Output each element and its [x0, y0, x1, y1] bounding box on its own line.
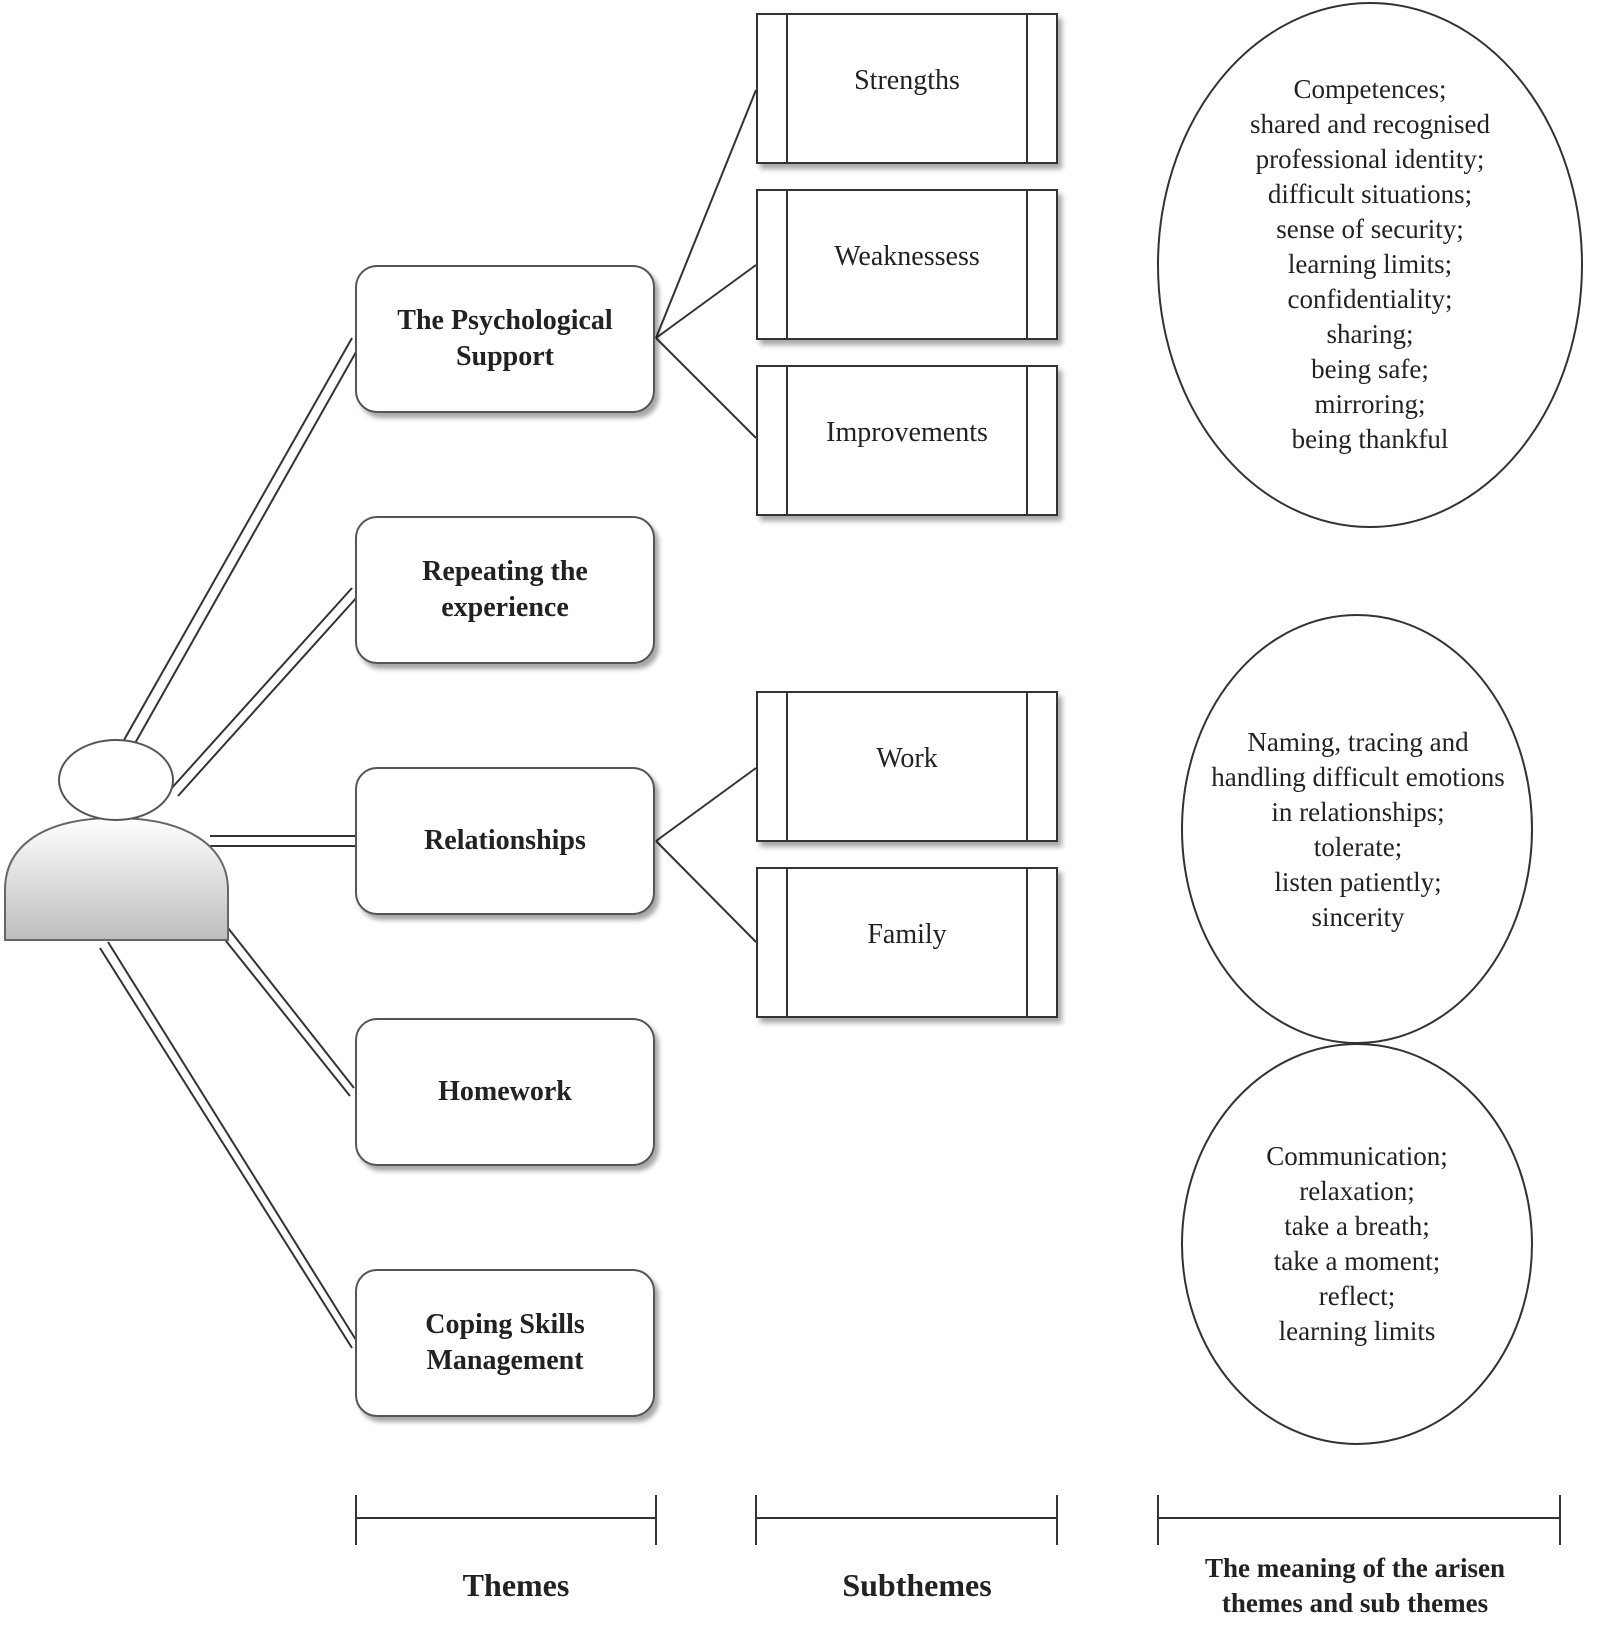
person-to-theme-connectors [99, 337, 361, 1349]
meaning-ellipse-psychological-support [1157, 2, 1583, 528]
connector-work [655, 767, 757, 842]
connector-repeating-experience [169, 587, 359, 797]
subtheme-label: Family [867, 918, 947, 950]
subtheme-label: Strengths [854, 64, 960, 96]
connector-weaknessess [655, 264, 757, 339]
subtheme-strengths: Strengths [756, 13, 1058, 164]
column-label-meanings: The meaning of the arisen themes and sub… [1150, 1551, 1560, 1621]
meaning-ellipses [1157, 2, 1583, 1445]
bracket-subthemes [755, 1495, 1058, 1545]
theme-label: Relationships [424, 825, 586, 856]
connector-psychological-support [123, 337, 361, 746]
connector-coping-skills [99, 941, 357, 1349]
subtheme-label: Improvements [826, 416, 988, 448]
bracket-themes [355, 1495, 657, 1545]
connector-homework [221, 927, 355, 1097]
connector-relationships [210, 835, 356, 847]
connector-strengths [655, 89, 757, 339]
subtheme-weaknessess: Weaknessess [756, 189, 1058, 340]
theme-to-subtheme-connectors [655, 89, 757, 943]
column-label-subthemes: Subthemes [842, 1567, 992, 1603]
connector-family [655, 840, 757, 943]
person-icon [4, 739, 229, 941]
theme-coping-skills: Coping Skills Management [355, 1269, 655, 1417]
theme-relationships: Relationships [355, 767, 655, 915]
subtheme-improvements: Improvements [756, 365, 1058, 516]
meaning-ellipse-coping-skills [1181, 1043, 1533, 1445]
column-label-themes: Themes [462, 1567, 570, 1603]
subtheme-family: Family [756, 867, 1058, 1018]
column-brackets [355, 1495, 1561, 1545]
theme-psychological-support: The Psychological Support [355, 265, 655, 413]
theme-label: Coping Skills Management [425, 1309, 585, 1376]
theme-label: Repeating the experience [422, 556, 588, 623]
bracket-meanings [1157, 1495, 1561, 1545]
theme-homework: Homework [355, 1018, 655, 1166]
meaning-text-psychological-support: Competences; shared and recognised profe… [1250, 74, 1490, 454]
theme-label: Homework [438, 1076, 572, 1107]
connector-improvements [655, 337, 757, 439]
theme-label: The Psychological Support [397, 305, 613, 372]
subtheme-work: Work [756, 691, 1058, 842]
column-label-meanings-line1: The meaning of the arisen [1205, 1553, 1505, 1583]
theme-repeating-experience: Repeating the experience [355, 516, 655, 664]
subtheme-label: Work [876, 742, 938, 774]
column-label-meanings-line2: themes and sub themes [1221, 1588, 1489, 1618]
meaning-text-relationships: Naming, tracing and handling difficult e… [1211, 727, 1505, 932]
subtheme-label: Weaknessess [834, 240, 980, 272]
meaning-text-coping-skills: Communication; relaxation; take a breath… [1266, 1141, 1448, 1346]
